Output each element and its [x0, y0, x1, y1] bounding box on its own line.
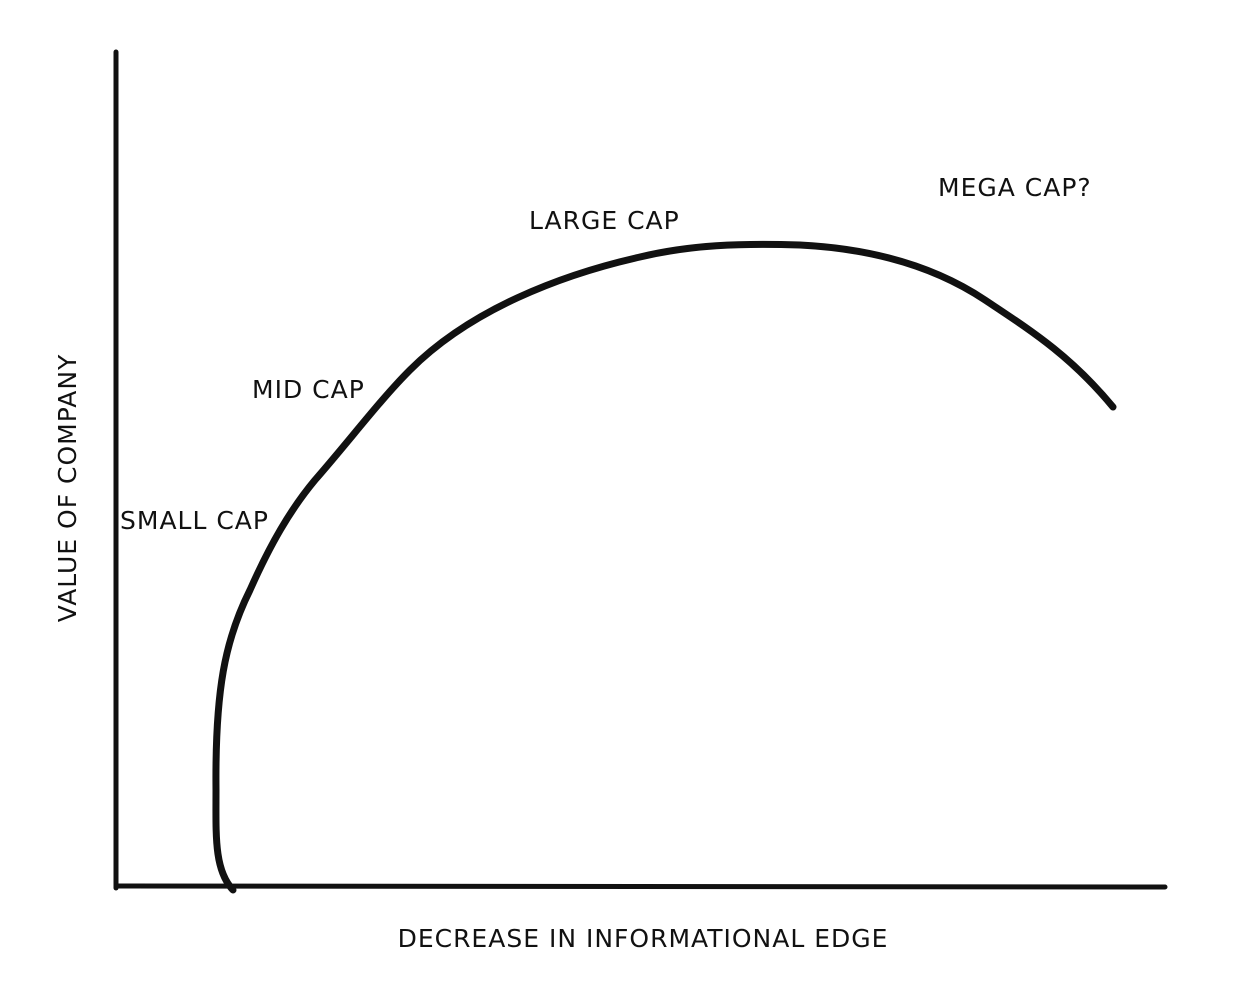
mid-cap-label: MID CAP — [252, 375, 365, 404]
value-curve — [212, 240, 1117, 894]
x-axis-line — [113, 883, 1168, 890]
small-cap-label: SMALL CAP — [120, 506, 269, 535]
mega-cap-label: MEGA CAP? — [938, 173, 1092, 202]
y-axis-label: VALUE OF COMPANY — [53, 354, 82, 623]
large-cap-label: LARGE CAP — [529, 206, 680, 235]
x-axis-label: DECREASE IN INFORMATIONAL EDGE — [398, 924, 889, 953]
